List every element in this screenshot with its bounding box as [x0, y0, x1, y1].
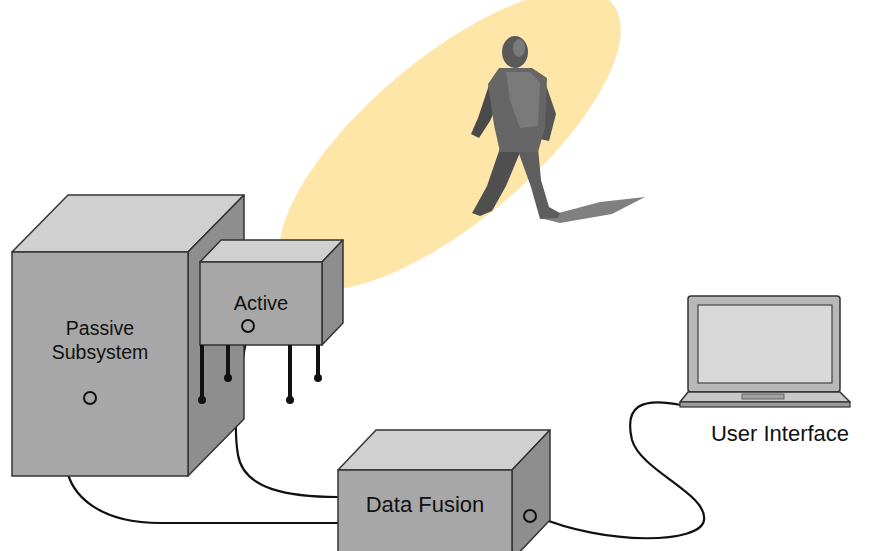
cable-connector [536, 402, 704, 538]
laptop-touchpad [742, 394, 784, 399]
node-label: Active [234, 291, 288, 316]
sensor-leg [316, 345, 320, 378]
sensor-leg [226, 345, 230, 378]
sensor-leg-tip [198, 396, 206, 404]
laptop-screen [698, 305, 832, 383]
walking-person [471, 36, 645, 223]
active-subsystem-box: Active [200, 240, 343, 346]
label-area: Data Fusion [344, 488, 506, 522]
label-area: User Interface [680, 416, 879, 452]
label-area: Passive Subsystem [22, 295, 178, 385]
sensor-leg-tip [286, 396, 294, 404]
node-label: Data Fusion [366, 491, 485, 519]
node-label: User Interface [711, 420, 849, 448]
cube-outline [338, 430, 550, 551]
cube-front [200, 262, 322, 345]
cube-top [200, 240, 343, 262]
cube-side [512, 430, 550, 551]
node-label: Passive Subsystem [22, 316, 178, 365]
sensor-leg-tip [314, 374, 322, 382]
sensor-leg [288, 345, 292, 400]
cube-side [322, 240, 343, 345]
laptop-base-edge [680, 402, 850, 407]
cable-port [524, 510, 536, 522]
sensor-leg-tip [224, 374, 232, 382]
cable-connector [236, 332, 338, 497]
user-interface-laptop: User Interface [680, 292, 879, 462]
laptop-lid [688, 296, 840, 392]
cube-front [338, 470, 512, 551]
cube-front [12, 252, 188, 476]
data-fusion-box: Data Fusion [338, 430, 550, 551]
cable-port [242, 320, 254, 332]
cable-port [84, 392, 96, 404]
sensor-leg [200, 345, 204, 400]
laptop-base [680, 392, 850, 402]
label-area: Active [204, 286, 318, 320]
